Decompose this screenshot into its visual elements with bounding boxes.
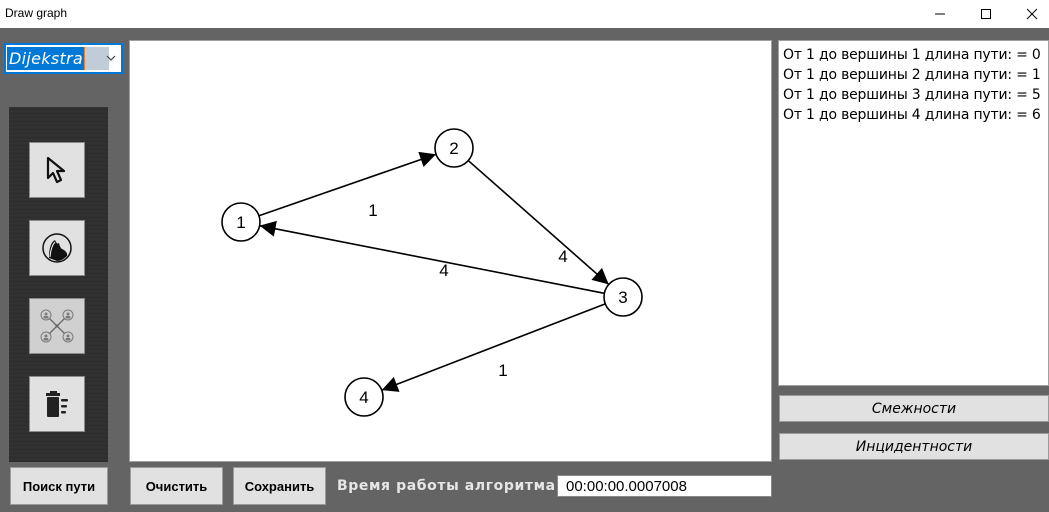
edge-weight-label: 4	[439, 261, 448, 280]
edge-weight-label: 1	[368, 201, 377, 220]
algorithm-selected-value: Dijekstra	[7, 47, 84, 70]
vertex-label: 1	[236, 213, 245, 232]
maximize-icon	[981, 9, 991, 19]
algorithm-time-field: 00:00:00.0007008	[557, 475, 772, 497]
graph-vertex[interactable]: 1	[221, 202, 261, 242]
vertex-label: 2	[449, 139, 458, 158]
trash-list-icon	[46, 391, 68, 417]
algorithm-time-label: Время работы алгоритма:	[337, 478, 562, 494]
delete-tool-button[interactable]	[29, 376, 85, 432]
selection-highlight	[85, 47, 109, 70]
result-line: От 1 до вершины 2 длина пути: = 1	[783, 67, 1041, 83]
graph-vertex[interactable]: 2	[434, 128, 474, 168]
save-button[interactable]: Сохранить	[233, 467, 326, 505]
incidence-matrix-button[interactable]: Инцидентности	[779, 433, 1049, 460]
add-vertex-tool-button[interactable]	[29, 220, 85, 276]
add-edge-tool-button[interactable]	[29, 298, 85, 354]
vertex-label: 3	[618, 288, 627, 307]
vertex-label: 4	[359, 388, 368, 407]
select-tool-button[interactable]	[29, 142, 85, 198]
result-line: От 1 до вершины 1 длина пути: = 0	[783, 47, 1041, 63]
window-title: Draw graph	[5, 6, 68, 20]
graph-drawing[interactable]: 1 4 4 1 1 2 3 4	[130, 41, 773, 463]
graph-edge[interactable]	[258, 153, 437, 217]
results-list[interactable]: От 1 до вершины 1 длина пути: = 0 От 1 д…	[778, 40, 1049, 386]
arrowhead-icon	[259, 220, 277, 237]
minimize-button[interactable]	[917, 0, 963, 28]
algorithm-select[interactable]: Dijekstra	[4, 43, 123, 74]
graph-canvas[interactable]: 1 4 4 1 1 2 3 4	[129, 40, 772, 462]
pointer-icon	[46, 156, 66, 184]
maximize-button[interactable]	[963, 0, 1009, 28]
arrowhead-icon	[591, 267, 609, 285]
graph-edge[interactable]	[381, 303, 606, 391]
clear-button[interactable]: Очистить	[130, 467, 223, 505]
result-line: От 1 до вершины 3 длина пути: = 5	[783, 87, 1041, 103]
edge-weight-label: 4	[558, 247, 567, 266]
result-line: От 1 до вершины 4 длина пути: = 6	[783, 107, 1041, 123]
arrowhead-icon	[381, 376, 400, 392]
adjacency-matrix-button[interactable]: Смежности	[779, 395, 1049, 422]
graph-edge[interactable]	[259, 224, 605, 295]
edge-weight-label: 1	[498, 361, 507, 380]
network-connect-icon	[40, 309, 74, 343]
vertex-draw-icon	[42, 233, 72, 263]
minimize-icon	[935, 13, 945, 15]
text-caret	[84, 47, 85, 70]
graph-edge[interactable]	[467, 159, 610, 286]
close-button[interactable]	[1009, 0, 1049, 28]
chevron-down-icon[interactable]	[104, 49, 118, 67]
graph-vertex[interactable]: 3	[603, 277, 643, 317]
close-icon	[1026, 8, 1038, 20]
title-bar: Draw graph	[0, 0, 1049, 28]
graph-vertex[interactable]: 4	[344, 377, 384, 417]
tool-panel	[9, 107, 108, 462]
arrowhead-icon	[418, 151, 437, 168]
find-path-button[interactable]: Поиск пути	[10, 467, 108, 505]
